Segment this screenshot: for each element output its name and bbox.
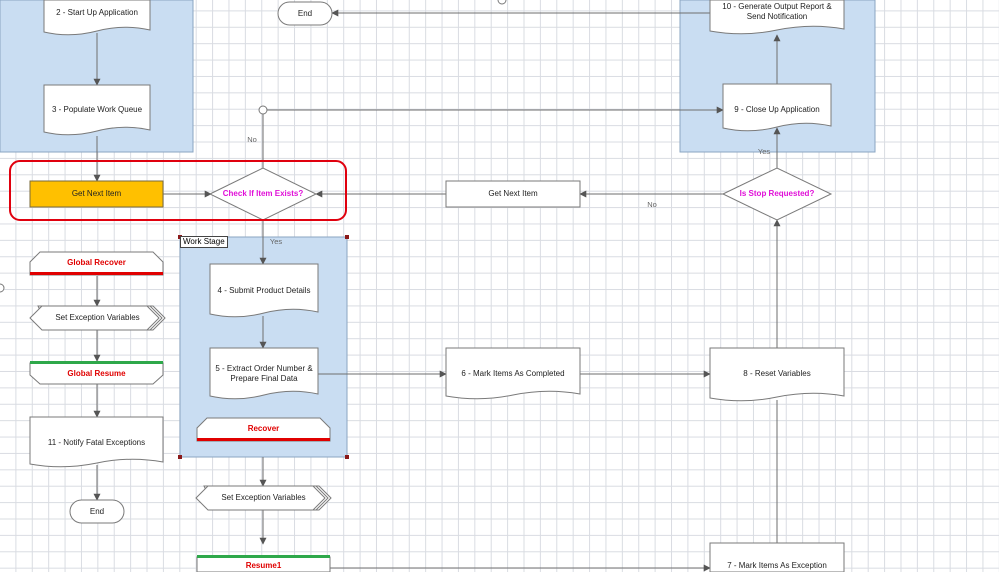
shape-end-top[interactable] — [277, 1, 333, 26]
shape-start-up[interactable] — [43, 0, 151, 36]
label-set-exception-2: Set Exception Variables — [221, 493, 306, 502]
label-mark-completed: 6 - Mark Items As Completed — [461, 369, 565, 378]
junction-circle-left — [0, 283, 5, 293]
label-recover: Recover — [247, 423, 280, 433]
label-end-top: End — [297, 8, 313, 18]
shape-extract[interactable] — [209, 347, 319, 400]
label-reset: 8 - Reset Variables — [743, 369, 811, 378]
shape-notify[interactable] — [29, 416, 164, 468]
shape-close-up[interactable] — [722, 83, 832, 132]
selection-highlight — [9, 160, 347, 221]
shape-get-next-item-2[interactable] — [445, 180, 581, 208]
label-generate: 10 - Generate Output Report & Send Notif… — [722, 2, 832, 21]
shape-reset[interactable] — [709, 347, 845, 402]
shape-populate[interactable] — [43, 84, 151, 136]
shape-end-bottom[interactable] — [69, 499, 125, 524]
shape-get-next-item[interactable] — [29, 180, 164, 208]
shape-check-exists[interactable] — [208, 167, 318, 221]
label-set-exception-1: Set Exception Variables — [55, 313, 140, 322]
label-global-resume: Global Resume — [67, 369, 126, 378]
label-check-exists: Check If Item Exists? — [222, 189, 304, 198]
label-mark-exception: 7 - Mark Items As Exception — [727, 561, 827, 570]
shape-mark-exception[interactable] — [709, 542, 845, 572]
shape-submit[interactable] — [209, 263, 319, 318]
label-stop-requested: Is Stop Requested? — [739, 189, 815, 198]
edge-label-yes-check: Yes — [269, 237, 283, 246]
label-populate: 3 - Populate Work Queue — [51, 105, 143, 114]
junction-circle — [258, 105, 268, 115]
edge-label-no-check: No — [247, 135, 257, 144]
label-start-up: 2 - Start Up Application — [56, 8, 138, 17]
label-extract: 5 - Extract Order Number & Prepare Final… — [215, 364, 313, 383]
label-resume1: Resume1 — [245, 560, 282, 570]
shape-set-exception-1[interactable] — [29, 305, 160, 331]
resume-bar — [30, 361, 163, 364]
label-global-recover: Global Recover — [67, 257, 126, 267]
junction-circle-top — [497, 0, 507, 5]
resume1-bar — [197, 555, 330, 558]
shape-stop-requested[interactable] — [721, 167, 833, 221]
recover-bar-2 — [197, 438, 330, 441]
label-notify-fatal: 11 - Notify Fatal Exceptions — [47, 438, 146, 447]
shape-set-exception-2[interactable] — [195, 485, 326, 511]
label-get-next-item: Get Next Item — [71, 189, 122, 198]
label-close-up: 9 - Close Up Application — [734, 105, 820, 114]
label-get-next-item-2: Get Next Item — [488, 189, 538, 198]
edge-label-no-stop: No — [647, 200, 657, 209]
work-stage-tag: Work Stage — [180, 236, 228, 248]
shape-generate[interactable] — [709, 0, 845, 35]
recover-bar — [30, 272, 163, 275]
label-end-bottom: End — [89, 506, 105, 516]
edge-label-yes-stop: Yes — [757, 147, 771, 156]
edge-check-no — [262, 106, 724, 168]
shape-mark-completed[interactable] — [445, 347, 581, 400]
label-submit: 4 - Submit Product Details — [217, 286, 311, 295]
